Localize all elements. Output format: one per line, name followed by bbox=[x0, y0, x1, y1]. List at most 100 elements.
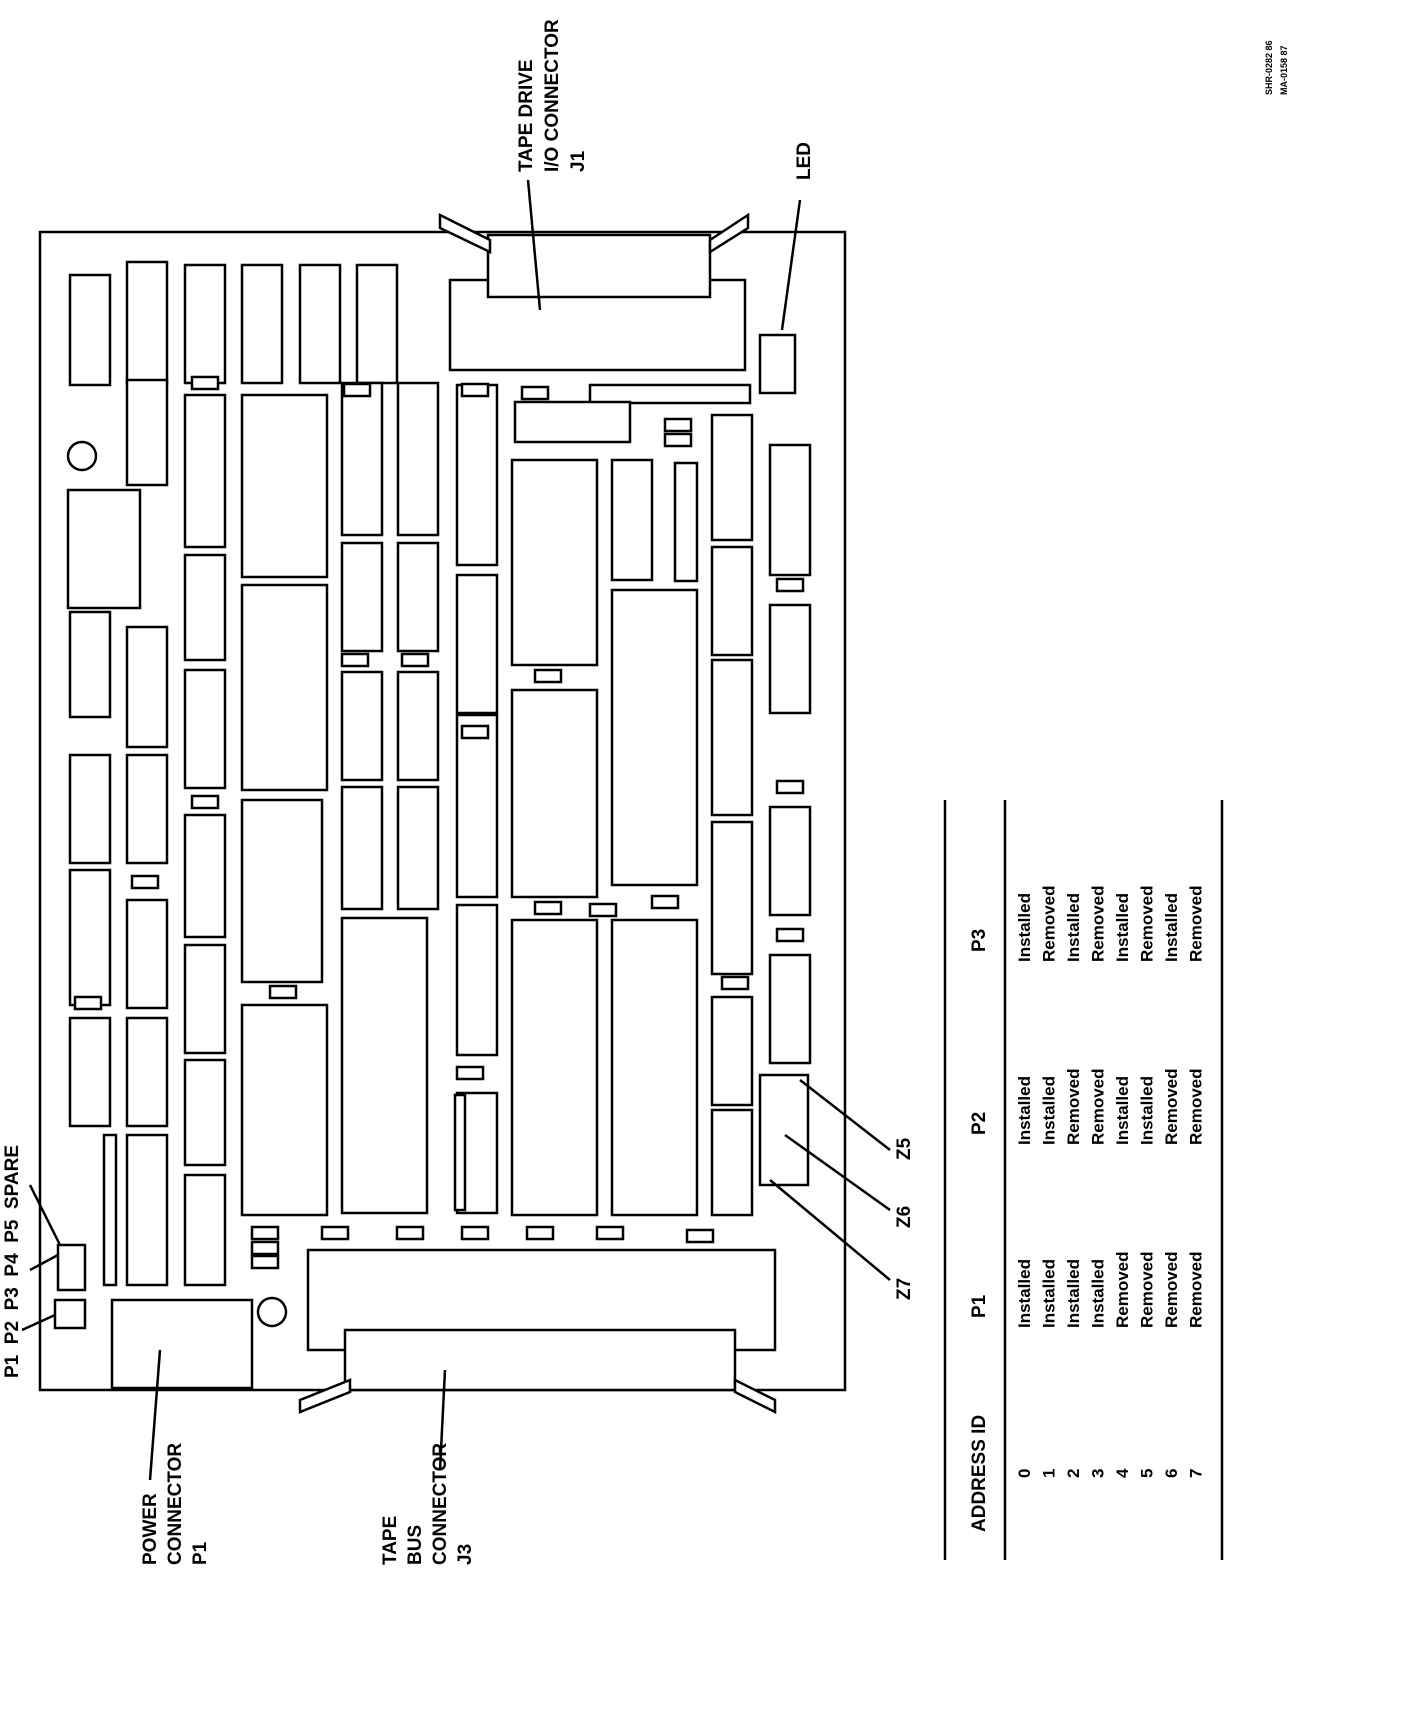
mounting-hole bbox=[256, 1296, 288, 1328]
table-cell: Removed bbox=[1089, 885, 1108, 962]
mounting-hole bbox=[66, 440, 98, 472]
ic-chip bbox=[768, 953, 812, 1065]
ic-chip bbox=[340, 916, 429, 1215]
ic-chip bbox=[68, 273, 112, 387]
table-cell: Removed bbox=[1187, 1251, 1206, 1328]
ic-chip bbox=[125, 260, 169, 386]
ic-chip bbox=[102, 1133, 118, 1287]
table-cell: Removed bbox=[1187, 1068, 1206, 1145]
bus-label-tape: TAPE bbox=[380, 1516, 401, 1565]
ic-chip bbox=[240, 798, 324, 984]
ic-chip bbox=[183, 553, 227, 662]
chip-group bbox=[66, 260, 812, 1287]
labels: TAPE DRIVE I/O CONNECTOR J1 LED P1 P2 P3… bbox=[2, 19, 1289, 1565]
z5-label: Z5 bbox=[894, 1137, 915, 1160]
resistor bbox=[650, 894, 680, 910]
ic-chip bbox=[710, 820, 754, 976]
resistor bbox=[525, 1225, 555, 1241]
ic-chip bbox=[240, 263, 284, 385]
ic-chip bbox=[768, 805, 812, 917]
table-cell: Installed bbox=[1162, 893, 1181, 962]
ic-chip bbox=[183, 393, 227, 549]
ic-chip bbox=[240, 583, 329, 792]
jumper-labels: P1 P2 P3 P4 P5 SPARE bbox=[2, 1145, 23, 1378]
power-p1-label: P1 bbox=[190, 1541, 211, 1565]
ic-chip bbox=[510, 458, 599, 667]
ic-chip bbox=[340, 785, 384, 911]
ic-chip bbox=[125, 378, 169, 487]
table-cell: Removed bbox=[1138, 1251, 1157, 1328]
ic-chip bbox=[758, 1073, 810, 1187]
resistor bbox=[663, 417, 693, 433]
resistor bbox=[250, 1225, 280, 1241]
table-cell: 5 bbox=[1138, 1469, 1157, 1478]
ic-chip bbox=[68, 753, 112, 865]
ic-chip bbox=[513, 400, 632, 444]
table-cell: Removed bbox=[1162, 1251, 1181, 1328]
table-cell: Installed bbox=[1015, 893, 1034, 962]
table-cell: 7 bbox=[1187, 1469, 1206, 1478]
resistor bbox=[595, 1225, 625, 1241]
j3-connector bbox=[298, 1248, 777, 1415]
table-cell: Installed bbox=[1113, 893, 1132, 962]
ic-chip bbox=[183, 1173, 227, 1287]
ic-chip bbox=[68, 868, 112, 1007]
resistor bbox=[130, 874, 160, 890]
ic-chip bbox=[125, 1133, 169, 1287]
resistor bbox=[455, 1065, 485, 1081]
table-cell: Installed bbox=[1040, 1259, 1059, 1328]
table-cell: 6 bbox=[1162, 1469, 1181, 1478]
resistor bbox=[395, 1225, 425, 1241]
resistor bbox=[250, 1254, 280, 1270]
ref-code-2: MA-0158 87 bbox=[1279, 45, 1289, 95]
ic-chip bbox=[340, 381, 384, 537]
table-cell: Installed bbox=[1015, 1259, 1034, 1328]
ref-code-1: SHR-0282 86 bbox=[1264, 40, 1274, 95]
table-cell: Installed bbox=[1089, 1259, 1108, 1328]
ic-chip bbox=[340, 670, 384, 782]
ic-chip bbox=[183, 943, 227, 1055]
ic-chip bbox=[298, 263, 342, 385]
jumper-block bbox=[53, 1243, 87, 1330]
power-label: POWER bbox=[140, 1493, 161, 1565]
ic-chip bbox=[125, 753, 169, 865]
ic-chip bbox=[510, 688, 599, 899]
table-header: P1 bbox=[969, 1294, 990, 1318]
ic-chip bbox=[673, 461, 699, 583]
ic-chip bbox=[610, 458, 654, 582]
power-connector-label: CONNECTOR bbox=[165, 1443, 186, 1565]
io-connector-label: I/O CONNECTOR bbox=[542, 19, 563, 172]
resistor bbox=[533, 900, 563, 916]
table-cell: Removed bbox=[1040, 885, 1059, 962]
tape-drive-label: TAPE DRIVE bbox=[516, 59, 537, 172]
ic-chip bbox=[510, 918, 599, 1217]
resistor bbox=[775, 779, 805, 795]
table-header: P3 bbox=[969, 929, 990, 952]
ic-chip bbox=[396, 670, 440, 782]
ic-chip bbox=[68, 1016, 112, 1128]
ic-chip bbox=[125, 898, 169, 1010]
ic-chip bbox=[183, 1058, 227, 1167]
table-cell: 4 bbox=[1113, 1468, 1132, 1478]
j1-connector bbox=[438, 212, 750, 372]
ic-chip bbox=[396, 381, 440, 537]
ic-chip bbox=[125, 625, 169, 749]
table-cell: Installed bbox=[1138, 1076, 1157, 1145]
ic-chip bbox=[455, 713, 499, 899]
ic-chip bbox=[455, 383, 499, 567]
table-cell: 2 bbox=[1064, 1469, 1083, 1478]
table-cell: Installed bbox=[1015, 1076, 1034, 1145]
ic-chip bbox=[455, 903, 499, 1057]
table-cell: Removed bbox=[1064, 1068, 1083, 1145]
table-cell: Installed bbox=[1064, 893, 1083, 962]
ic-chip bbox=[340, 541, 384, 653]
table-cell: Removed bbox=[1089, 1068, 1108, 1145]
power-connector bbox=[110, 1298, 254, 1390]
ic-chip bbox=[396, 541, 440, 653]
z6-label: Z6 bbox=[894, 1206, 915, 1228]
ic-chip bbox=[240, 1003, 329, 1217]
table-header: P2 bbox=[969, 1112, 990, 1135]
ic-chip bbox=[453, 1093, 467, 1212]
resistor bbox=[588, 902, 618, 918]
